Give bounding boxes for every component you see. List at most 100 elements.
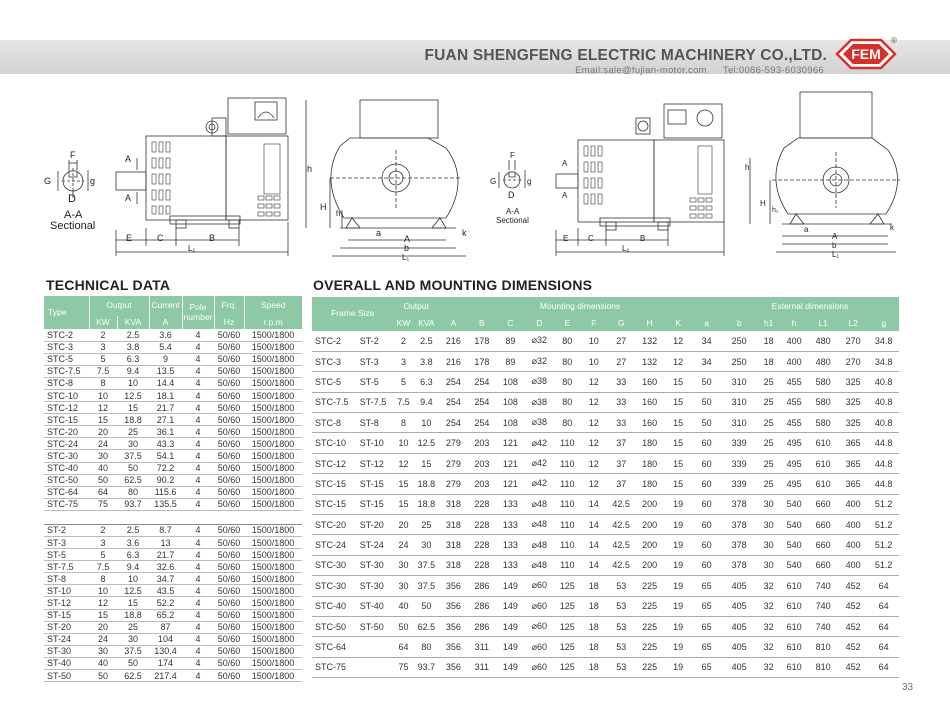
mount-cell: 279 — [439, 453, 468, 475]
mount-cell: 34.8 — [868, 331, 899, 352]
tech-cell: 50/60 — [214, 609, 244, 622]
tech-cell: 13.5 — [149, 365, 182, 378]
mount-cell: 2.5 — [413, 331, 440, 352]
tech-cell: 14.4 — [149, 377, 182, 390]
mount-cell: 51.2 — [868, 494, 899, 516]
tech-cell: 4 — [182, 413, 214, 427]
tech-cell: 27.1 — [149, 413, 182, 427]
tech-cell: 30 — [89, 645, 117, 658]
mount-cell: 149 — [496, 657, 525, 679]
th-pole: Pole number — [181, 296, 214, 329]
mount-cell-frame: STC-3 — [312, 351, 357, 373]
tech-cell: 1500/1800 — [244, 596, 302, 610]
th-mount-sub: b — [720, 316, 758, 331]
mount-cell: 32 — [757, 575, 780, 597]
tech-cell: 62.5 — [117, 474, 149, 487]
mount-cell: 540 — [779, 514, 809, 536]
mount-cell: 37 — [606, 473, 636, 495]
mount-cell: ⌀38 — [524, 371, 555, 393]
mount-cell: 44.8 — [868, 453, 899, 475]
mount-cell-frame: STC-75 — [312, 657, 357, 679]
label-E2: E — [563, 234, 568, 243]
tech-cell: 25 — [117, 621, 149, 634]
tech-cell: 4 — [182, 596, 214, 610]
mount-cell: 610 — [808, 432, 838, 454]
tech-cell: 50/60 — [214, 377, 244, 390]
tech-cell: 50/60 — [214, 572, 244, 586]
tech-cell: 4 — [182, 584, 214, 598]
label-A4: A — [562, 159, 568, 168]
tech-cell-type: ST-24 — [44, 633, 89, 646]
tech-cell: 50/60 — [214, 341, 244, 354]
label-aa: A-A — [64, 209, 83, 221]
mount-cell: 121 — [496, 453, 525, 475]
mount-cell: 405 — [720, 575, 758, 597]
mount-cell: 42.5 — [606, 534, 636, 556]
tech-cell: 4 — [182, 353, 214, 366]
mount-cell: 27 — [606, 351, 636, 373]
mount-cell: 121 — [496, 432, 525, 454]
mount-cell: 6.3 — [413, 371, 440, 393]
label-L1: L₁ — [188, 244, 195, 253]
mount-cell-frame: STC-50 — [312, 616, 357, 638]
mount-cell: 30 — [413, 534, 440, 556]
mount-cell: 318 — [439, 494, 468, 516]
tech-cell: 3.6 — [149, 329, 182, 342]
mount-cell: 10 — [580, 331, 607, 352]
mount-cell: ⌀48 — [524, 534, 555, 556]
mount-cell: 311 — [467, 657, 497, 679]
tech-cell: 50/60 — [214, 560, 244, 574]
tech-cell: 1500/1800 — [244, 437, 302, 451]
label-A3: A — [404, 234, 410, 244]
mount-cell-frame: STC-5 — [312, 371, 357, 393]
mount-cell: ⌀42 — [524, 432, 555, 454]
tech-cell: 12 — [89, 596, 117, 610]
tech-cell: 50/60 — [214, 486, 244, 499]
mount-cell: 125 — [554, 657, 581, 679]
mount-cell: 225 — [635, 575, 664, 597]
mount-cell: 32 — [757, 596, 780, 617]
mount-cell: 53 — [606, 657, 636, 679]
tech-cell: 1500/1800 — [244, 401, 302, 415]
mount-cell: 24 — [393, 534, 414, 556]
mount-cell: ⌀42 — [524, 453, 555, 475]
label-F2: F — [510, 151, 515, 160]
tech-cell: 4 — [182, 657, 214, 671]
label-E: E — [126, 233, 132, 243]
label-g2: g — [527, 177, 531, 186]
mount-cell: 12 — [663, 331, 693, 352]
tech-cell: 1500/1800 — [244, 329, 302, 342]
tech-cell: 18.1 — [149, 389, 182, 403]
tech-cell-type: STC-15 — [44, 413, 89, 427]
mount-cell: 180 — [635, 453, 664, 475]
mount-cell: 34 — [692, 351, 721, 373]
tech-cell: 50/60 — [214, 669, 244, 683]
mount-cell: ⌀38 — [524, 412, 555, 434]
mount-cell: 225 — [635, 616, 664, 638]
mount-cell: 53 — [606, 616, 636, 638]
label-G: G — [44, 176, 51, 186]
mount-cell: 279 — [439, 432, 468, 454]
mount-cell: 15 — [393, 494, 414, 516]
mount-cell: 9.4 — [413, 392, 440, 414]
th-mount-sub: E — [554, 316, 581, 331]
mount-cell: 405 — [720, 596, 758, 617]
th-kva: KVA — [116, 316, 149, 329]
mount-cell-frame: ST-40 — [356, 596, 394, 617]
label-L1-front: L₁ — [402, 253, 409, 262]
mount-cell: 37.5 — [413, 555, 440, 577]
mount-cell: 30 — [757, 534, 780, 556]
label-a2: a — [804, 225, 809, 234]
tech-cell-type: ST-20 — [44, 621, 89, 634]
front-view-2 — [749, 91, 900, 253]
mount-cell-frame: STC-15 — [312, 494, 357, 516]
tech-cell: 5.4 — [149, 341, 182, 354]
